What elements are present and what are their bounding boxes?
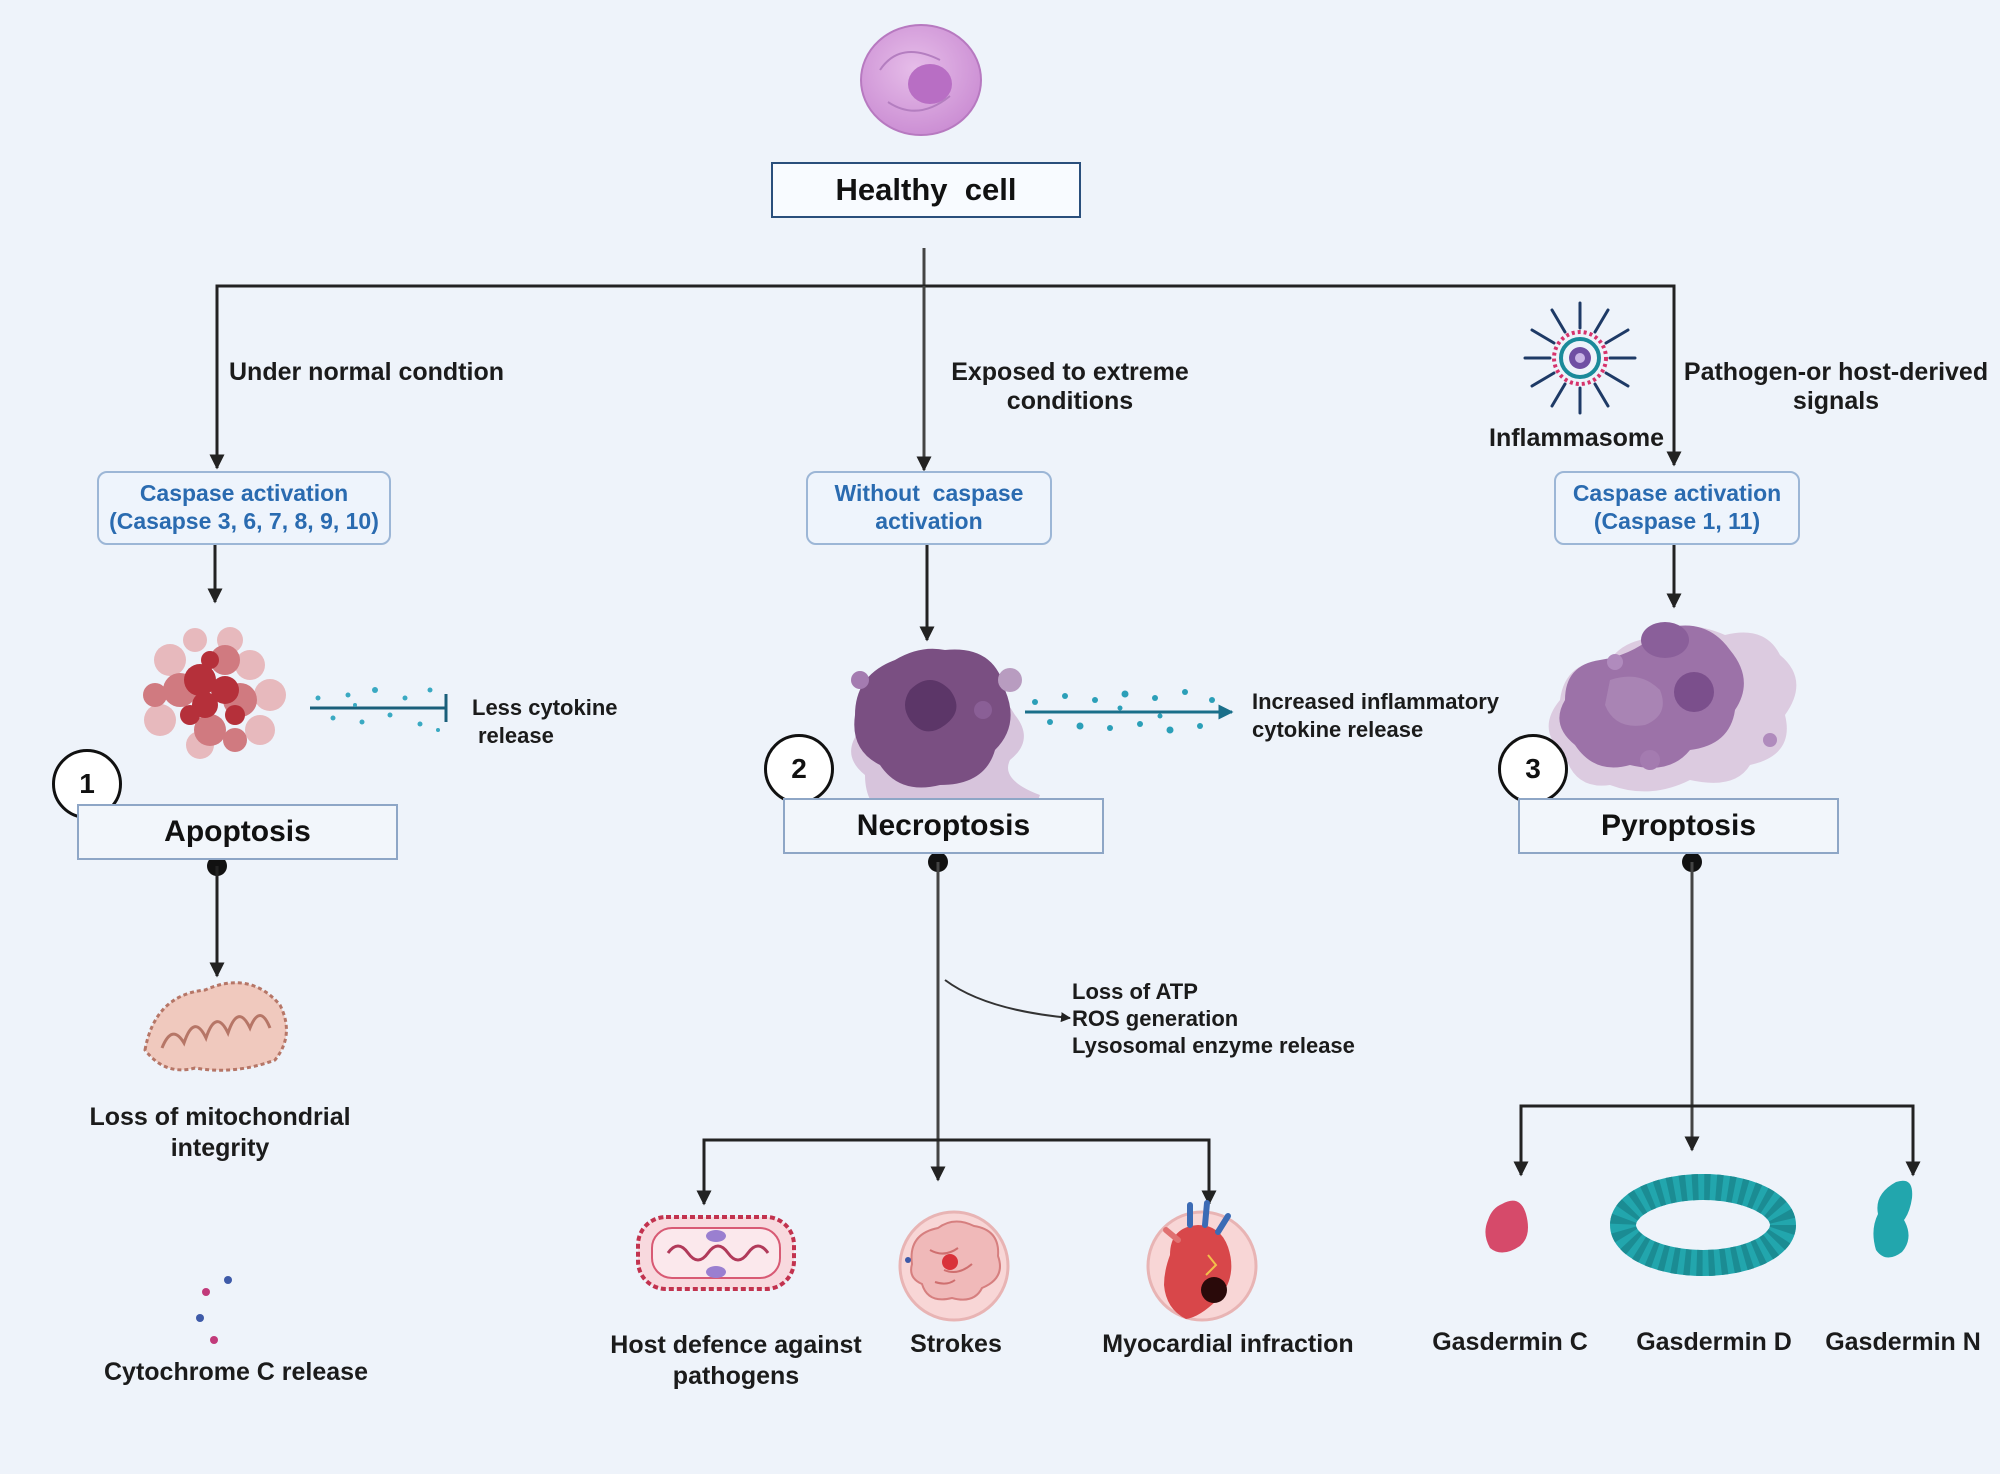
inflammasome-label: Inflammasome xyxy=(1489,424,1665,452)
mitochondrial-integrity-label: Loss of mitochondrial integrity xyxy=(89,1103,351,1162)
necrotic-cell-icon xyxy=(851,648,1040,825)
apoptotic-cell-icon xyxy=(143,627,286,759)
pyroptosis-number-badge: 3 xyxy=(1498,734,1568,804)
gasdermin-d-label: Gasdermin D xyxy=(1636,1328,1792,1356)
pyroptotic-cell-icon xyxy=(1548,622,1797,792)
apoptosis-stage-label: Apoptosis xyxy=(164,815,311,848)
cytochrome-release-label: Cytochrome C release xyxy=(103,1358,368,1386)
healthy-cell-box: Healthy cell xyxy=(771,162,1081,218)
cytokine-inhibition-icon xyxy=(310,687,448,732)
pyroptosis-stage-label: Pyroptosis xyxy=(1600,809,1757,842)
gasdermin-n-label: Gasdermin N xyxy=(1825,1328,1981,1356)
apoptosis-caspase-line1: Caspase activation xyxy=(139,480,349,507)
pyroptosis-caspase-line1: Caspase activation xyxy=(1572,480,1782,507)
necroptosis-stage-label: Necroptosis xyxy=(856,809,1031,842)
pyroptosis-condition: Pathogen-or host-derived signals xyxy=(1683,358,1989,415)
increased-cytokine-label: Increased inflammatory cytokine release xyxy=(1252,689,1499,742)
gasdermin-c-label: Gasdermin C xyxy=(1432,1328,1588,1356)
necroptosis-stage-box: Necroptosis xyxy=(783,798,1104,854)
less-cytokine-label: Less cytokine release xyxy=(472,695,618,748)
apoptosis-caspase-box: Caspase activation (Casapse 3, 6, 7, 8, … xyxy=(97,471,391,545)
bacterium-icon xyxy=(636,1215,796,1291)
pyroptosis-stage-box: Pyroptosis xyxy=(1518,798,1839,854)
apoptosis-condition: Under normal condtion xyxy=(229,358,504,386)
cytokine-release-arrow-icon xyxy=(1025,689,1234,734)
ros-generation: ROS generation xyxy=(1072,1006,1239,1031)
gasdermin-c-icon xyxy=(1485,1200,1528,1253)
necroptosis-caspase-line2: activation xyxy=(875,508,983,534)
apoptosis-caspase-line2: (Casapse 3, 6, 7, 8, 9, 10) xyxy=(109,508,379,534)
healthy-cell-icon xyxy=(860,24,982,136)
necroptosis-consequences: Loss of ATP ROS generation Lysosomal enz… xyxy=(1072,978,1355,1059)
cytochrome-dots-icon xyxy=(196,1276,232,1344)
heart-icon xyxy=(1146,1200,1258,1322)
inflammasome-icon xyxy=(1523,301,1637,415)
lysosomal-enzyme-release: Lysosomal enzyme release xyxy=(1072,1033,1355,1058)
myocardial-infraction-label: Myocardial infraction xyxy=(1102,1330,1354,1358)
pyroptosis-caspase-box: Caspase activation (Caspase 1, 11) xyxy=(1554,471,1800,545)
necroptosis-caspase-line1: Without caspase xyxy=(834,480,1024,507)
necroptosis-condition: Exposed to extreme conditions xyxy=(951,358,1189,415)
apoptosis-stage-box: Apoptosis xyxy=(77,804,398,860)
mitochondrion-icon xyxy=(143,981,288,1072)
gasdermin-d-icon xyxy=(1610,1174,1796,1276)
brain-icon xyxy=(898,1210,1010,1322)
strokes-label: Strokes xyxy=(910,1330,1002,1358)
loss-of-atp: Loss of ATP xyxy=(1072,979,1198,1004)
healthy-cell-label: Healthy cell xyxy=(835,172,1017,207)
pyroptosis-caspase-line2: (Caspase 1, 11) xyxy=(1593,508,1761,534)
host-defence-label: Host defence against pathogens xyxy=(610,1331,862,1390)
necroptosis-number-badge: 2 xyxy=(764,734,834,804)
necroptosis-caspase-box: Without caspase activation xyxy=(806,471,1052,545)
gasdermin-n-icon xyxy=(1873,1180,1913,1258)
